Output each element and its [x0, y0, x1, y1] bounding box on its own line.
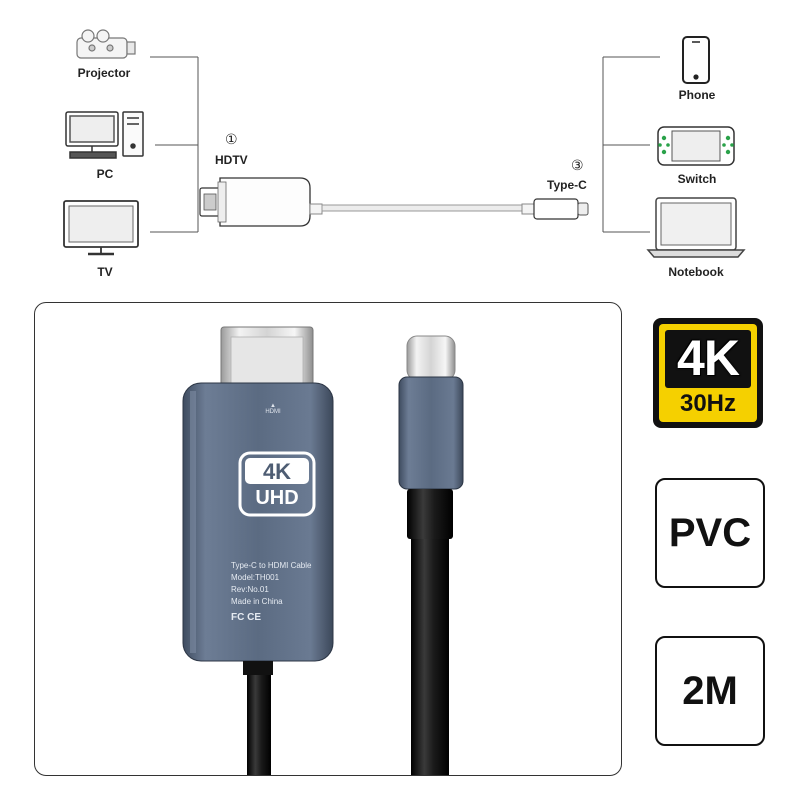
device-label-phone: Phone: [678, 88, 716, 102]
length-badge: 2M: [655, 636, 765, 746]
device-label-pc: PC: [96, 167, 114, 181]
device-label-switch: Switch: [677, 172, 717, 186]
material-badge: PVC: [655, 478, 765, 588]
spec-line-2: Model:TH001: [231, 573, 280, 582]
resolution-badge-main: 4K: [677, 330, 740, 386]
spec-line-1: Type-C to HDMI Cable: [231, 561, 312, 570]
projector-icon: [76, 29, 136, 59]
typec-wire: [407, 489, 453, 775]
tv-icon: [63, 200, 139, 256]
hdtv-marker: ①: [225, 131, 238, 147]
uhd-badge-uhd: UHD: [255, 487, 299, 509]
resolution-badge-dark-panel: [665, 330, 751, 388]
typec-metal-tip: [406, 335, 456, 381]
pc-icon: [65, 111, 144, 159]
hdmi-mark-text: ▲ HDMI: [258, 403, 288, 415]
resolution-badge-sub: 30Hz: [679, 390, 737, 417]
device-label-notebook: Notebook: [668, 265, 724, 279]
device-label-tv: TV: [97, 265, 113, 279]
hdtv-label: HDTV: [215, 153, 248, 167]
product-photo-frame: ▲ HDMI 4K UHD Type-C to HDMI Cable Model…: [34, 302, 622, 776]
left-bracket: [150, 56, 199, 233]
typec-plug-diagram: [533, 198, 589, 220]
cable-wire-diagram: [309, 203, 535, 215]
material-badge-label: PVC: [668, 510, 752, 555]
connection-diagram: [63, 29, 746, 258]
typec-label: Type-C: [547, 178, 587, 192]
right-bracket: [602, 56, 660, 233]
product-cable-illustration: [182, 326, 464, 775]
hdmi-plug-diagram: [199, 177, 311, 227]
resolution-badge-yellow: 4K 30Hz: [659, 324, 757, 422]
typec-housing: [398, 376, 464, 490]
spec-line-3: Rev:No.01: [231, 585, 269, 594]
uhd-badge-4k: 4K: [262, 459, 292, 484]
device-label-projector: Projector: [77, 66, 131, 80]
spec-line-4: Made in China: [231, 597, 283, 606]
phone-icon: [682, 36, 710, 84]
cert-marks: FC CE: [231, 612, 261, 623]
switch-console-icon: [657, 126, 735, 166]
typec-marker: ③: [571, 157, 584, 173]
hdmi-arrow-icon: ▲: [270, 403, 276, 409]
length-badge-label: 2M: [682, 668, 738, 713]
uhd-badge: [238, 451, 316, 517]
resolution-badge: 4K 30Hz: [653, 318, 763, 428]
hdmi-mark-label: HDMI: [265, 409, 281, 415]
hdmi-wire: [243, 661, 273, 775]
notebook-icon: [646, 197, 746, 258]
